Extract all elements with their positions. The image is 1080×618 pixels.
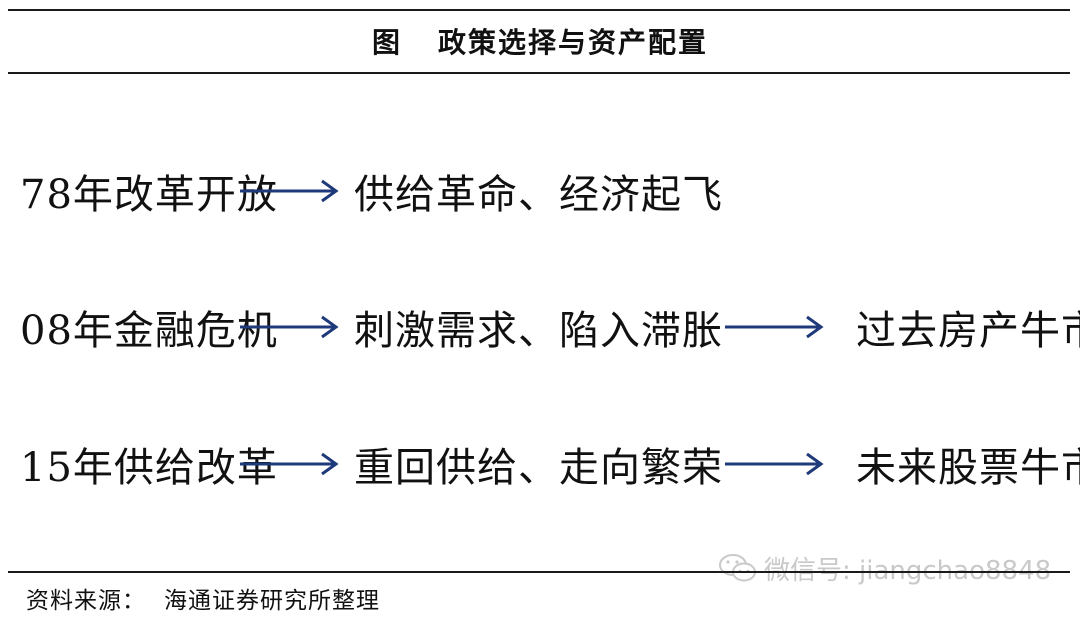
title-rule — [8, 72, 1070, 74]
arrow-right-icon — [240, 179, 339, 203]
arrow-right-icon — [725, 315, 824, 339]
effect-text: 供给革命、经济起飞 — [354, 172, 723, 218]
wechat-icon — [719, 554, 756, 582]
figure-label: 图 — [371, 26, 402, 59]
source-label: 资料来源： — [26, 588, 146, 614]
figure-title-text: 政策选择与资产配置 — [438, 26, 709, 59]
cause-text: 15年供给改革 — [20, 445, 278, 491]
watermark-text: 微信号: jiangchao8848 — [764, 555, 1052, 586]
source-text: 海通证券研究所整理 — [164, 588, 380, 614]
top-rule — [8, 9, 1070, 11]
flow-row-1: 78年改革开放 供给革命、经济起飞 — [8, 156, 1070, 226]
cause-text: 78年改革开放 — [20, 172, 278, 218]
arrow-right-icon — [240, 452, 339, 476]
outcome-text: 未来股票牛市 — [856, 445, 1080, 491]
watermark: 微信号: jiangchao8848 — [718, 547, 1051, 589]
cause-text: 08年金融危机 — [20, 308, 278, 354]
figure-title: 图 政策选择与资产配置 — [0, 19, 1080, 63]
source-note: 资料来源： 海通证券研究所整理 — [26, 580, 380, 616]
bottom-rule — [8, 571, 1070, 573]
diagram-panel: 78年改革开放 供给革命、经济起飞 08年金融危机 刺激需求、陷入滞胀 过去房产… — [8, 92, 1080, 568]
effect-text: 刺激需求、陷入滞胀 — [354, 308, 723, 354]
flow-row-3: 15年供给改革 重回供给、走向繁荣 未来股票牛市 — [8, 429, 1080, 499]
outcome-text: 过去房产牛市 — [856, 308, 1080, 354]
arrow-right-icon — [725, 452, 824, 476]
flow-row-2: 08年金融危机 刺激需求、陷入滞胀 过去房产牛市 — [8, 292, 1080, 362]
effect-text: 重回供给、走向繁荣 — [354, 445, 723, 491]
arrow-right-icon — [240, 315, 339, 339]
